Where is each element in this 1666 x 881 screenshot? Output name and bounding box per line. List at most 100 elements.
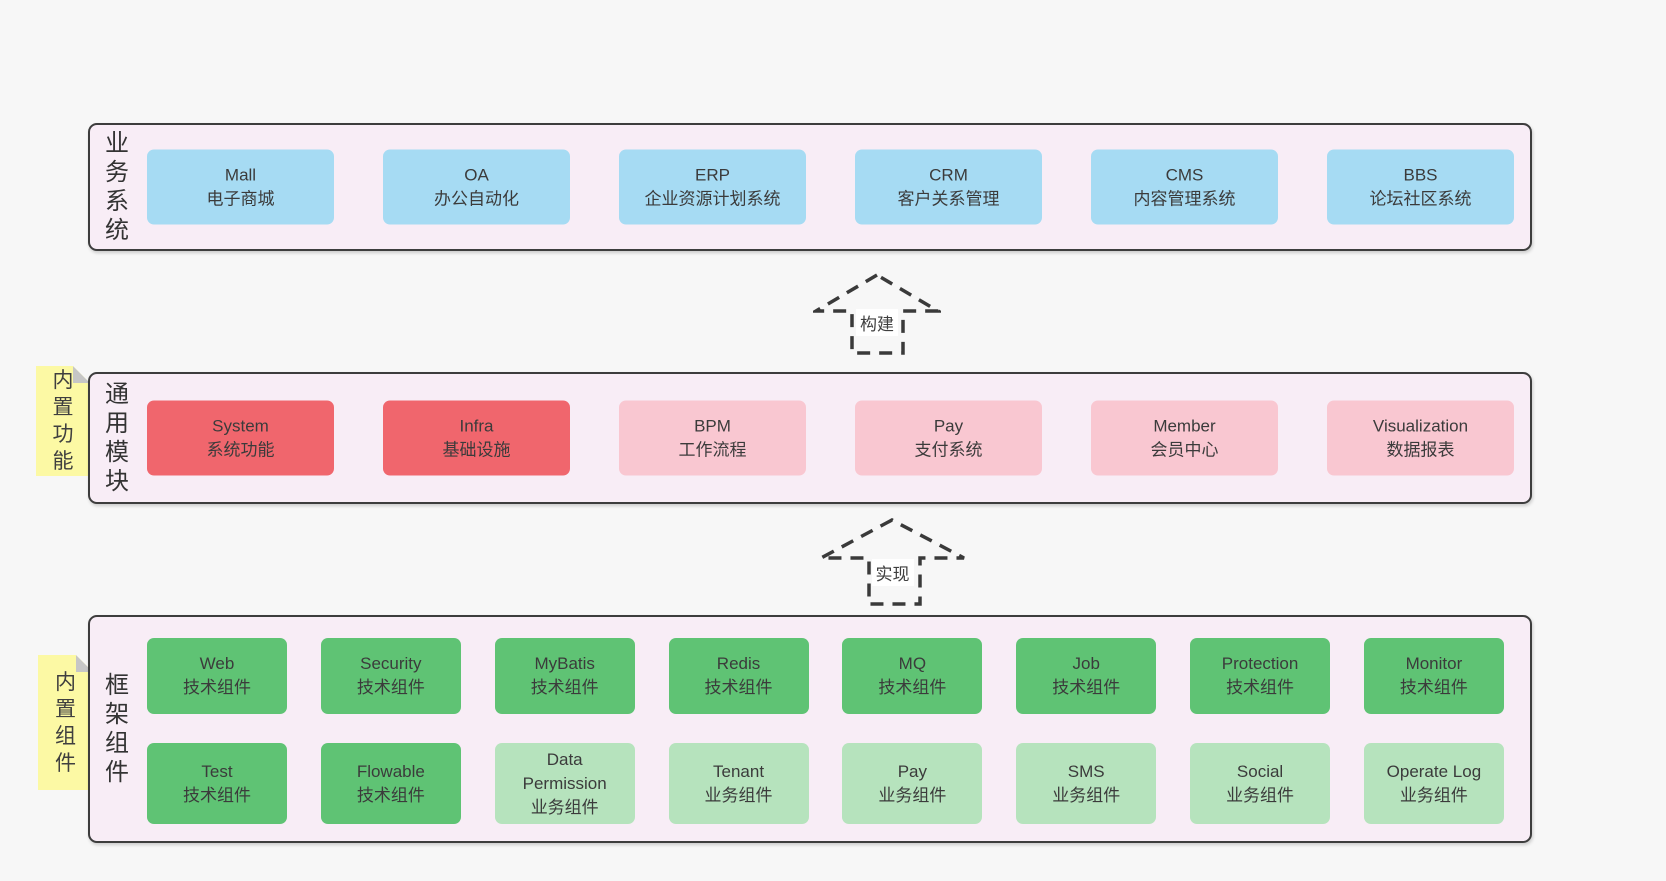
box-title: SMS	[1067, 761, 1105, 781]
box-mybatis: MyBatis 技术组件	[494, 638, 635, 714]
section-business-systems: 业 务 系 统 Mall 电子商城 OA 办公自动化 ERP 企业资源计划系统 …	[88, 123, 1532, 251]
box-subtitle: 业务组件	[704, 785, 773, 805]
box-bbs: BBS 论坛社区系统	[1327, 149, 1514, 225]
box-visualization: Visualization 数据报表	[1327, 400, 1514, 476]
box-subtitle: 系统功能	[206, 440, 275, 459]
dashed-up-arrow-icon	[820, 518, 965, 606]
box-title: System	[212, 416, 269, 435]
box-subtitle: 企业资源计划系统	[644, 189, 781, 208]
box-erp: ERP 企业资源计划系统	[619, 149, 806, 225]
box-subtitle: 技术组件	[878, 678, 947, 697]
arrow-label: 构建	[856, 309, 898, 336]
box-title: Security	[360, 654, 422, 673]
box-pay-biz: Pay 业务组件	[842, 743, 983, 824]
box-system: System 系统功能	[147, 400, 334, 476]
box-subtitle: 技术组件	[183, 785, 251, 805]
box-title: CMS	[1165, 165, 1204, 184]
box-oa: OA 办公自动化	[383, 149, 570, 225]
box-subtitle: 内容管理系统	[1133, 189, 1236, 208]
box-title: Pay	[933, 416, 964, 435]
box-title: BPM	[694, 416, 731, 435]
box-subtitle: 技术组件	[356, 678, 425, 697]
box-title: CRM	[929, 165, 968, 184]
box-crm: CRM 客户关系管理	[855, 149, 1042, 225]
box-flowable: Flowable 技术组件	[320, 743, 461, 824]
sticky-note-builtin-features: 内 置 功 能	[36, 366, 90, 476]
box-title: OA	[464, 165, 489, 184]
box-redis: Redis 技术组件	[668, 638, 809, 714]
arrow-implement: 实现	[818, 516, 967, 608]
box-subtitle: 工作流程	[678, 440, 747, 459]
box-title: Test	[201, 761, 233, 781]
box-title: Social	[1236, 761, 1284, 781]
box-title: Monitor	[1405, 654, 1463, 673]
box-subtitle: 技术组件	[1399, 678, 1468, 697]
box-protection: Protection 技术组件	[1190, 638, 1331, 714]
box-row: System 系统功能 Infra 基础设施 BPM 工作流程 Pay 支付系统…	[147, 400, 1514, 476]
box-member: Member 会员中心	[1091, 400, 1278, 476]
box-title: Visualization	[1372, 416, 1469, 435]
section-common-modules: 通 用 模 块 System 系统功能 Infra 基础设施 BPM 工作流程 …	[88, 372, 1532, 504]
box-security: Security 技术组件	[320, 638, 461, 714]
box-title: Infra	[459, 416, 494, 435]
sticky-note-builtin-components: 内 置 组 件	[38, 655, 93, 790]
arrow-build: 构建	[813, 272, 941, 356]
box-title: Web	[199, 654, 235, 673]
box-title: MyBatis	[534, 654, 595, 673]
box-title: Protection	[1221, 654, 1299, 673]
box-title: Tenant	[713, 761, 765, 781]
box-subtitle: 技术组件	[356, 785, 425, 805]
box-mall: Mall 电子商城	[147, 149, 334, 225]
box-subtitle: 客户关系管理	[897, 189, 1000, 208]
box-cms: CMS 内容管理系统	[1091, 149, 1278, 225]
box-title: ERP	[695, 165, 730, 184]
section-label: 框 架 组 件	[105, 672, 129, 786]
box-subtitle: 基础设施	[442, 440, 511, 459]
box-subtitle: 数据报表	[1386, 440, 1455, 459]
box-title: Pay	[897, 761, 928, 781]
box-pay: Pay 支付系统	[855, 400, 1042, 476]
box-title: Redis	[716, 654, 761, 673]
box-subtitle: 会员中心	[1150, 440, 1219, 459]
box-subtitle: 技术组件	[1226, 678, 1295, 697]
box-subtitle: 办公自动化	[434, 189, 519, 208]
box-operate-log: Operate Log 业务组件	[1363, 743, 1504, 824]
box-web: Web 技术组件	[147, 638, 287, 714]
section-label: 通 用 模 块	[105, 381, 129, 495]
box-row: Web 技术组件 Security 技术组件 MyBatis 技术组件 Redi…	[147, 638, 1504, 714]
box-subtitle: 技术组件	[530, 678, 599, 697]
box-infra: Infra 基础设施	[383, 400, 570, 476]
box-monitor: Monitor 技术组件	[1363, 638, 1504, 714]
box-subtitle: 业务组件	[1052, 785, 1121, 805]
box-tenant: Tenant 业务组件	[668, 743, 809, 824]
box-sms: SMS 业务组件	[1016, 743, 1157, 824]
box-subtitle: 技术组件	[704, 678, 773, 697]
section-framework-components: 框 架 组 件 Web 技术组件 Security 技术组件 MyBatis 技…	[88, 615, 1532, 843]
box-subtitle: 支付系统	[914, 440, 983, 459]
box-title: Job	[1072, 654, 1100, 673]
box-subtitle: 业务组件	[878, 785, 947, 805]
box-title: Member	[1153, 416, 1216, 435]
box-subtitle: 业务组件	[1226, 785, 1295, 805]
box-bpm: BPM 工作流程	[619, 400, 806, 476]
box-subtitle: 技术组件	[183, 678, 251, 697]
box-row: Mall 电子商城 OA 办公自动化 ERP 企业资源计划系统 CRM 客户关系…	[147, 149, 1514, 225]
box-test: Test 技术组件	[147, 743, 287, 824]
dashed-up-arrow-icon	[813, 272, 941, 355]
box-job: Job 技术组件	[1016, 638, 1157, 714]
box-subtitle: 论坛社区系统	[1369, 189, 1472, 208]
box-social: Social 业务组件	[1190, 743, 1331, 824]
box-subtitle: 电子商城	[206, 189, 275, 208]
box-row: Test 技术组件 Flowable 技术组件 Data Permission …	[147, 743, 1504, 824]
section-label: 业 务 系 统	[105, 130, 129, 244]
box-title: Operate Log	[1386, 761, 1482, 781]
box-subtitle: 业务组件	[1399, 785, 1468, 805]
box-title: Flowable	[356, 761, 425, 781]
box-data-permission: Data Permission 业务组件	[494, 743, 635, 824]
box-title: Mall	[224, 165, 257, 184]
box-title: MQ	[898, 654, 927, 673]
box-subtitle: 技术组件	[1052, 678, 1121, 697]
box-title: Data Permission	[522, 749, 607, 793]
arrow-label: 实现	[871, 559, 914, 586]
